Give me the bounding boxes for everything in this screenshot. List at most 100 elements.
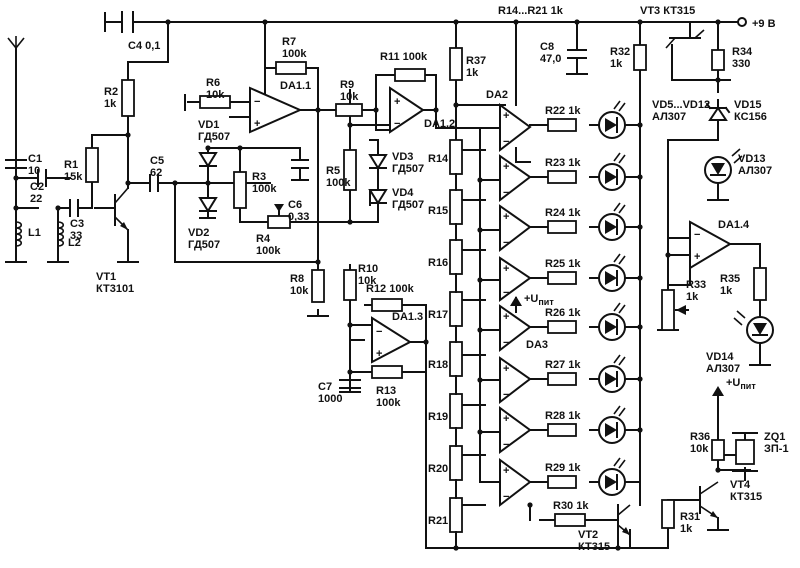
op-amps <box>249 86 733 508</box>
opamp-sign: − <box>503 389 509 401</box>
label-c7-value: 1000 <box>318 393 342 405</box>
label-r7-value: 100k <box>282 48 307 60</box>
opamp-sign: + <box>503 465 509 477</box>
diodes <box>198 102 731 213</box>
label-c8-value: 47,0 <box>540 53 561 65</box>
label-r5-value: 100k <box>326 177 351 189</box>
label-r11: R11 100k <box>380 51 428 63</box>
label-r27: R27 1k <box>545 359 581 371</box>
opamp-sign: − <box>503 439 509 451</box>
wires <box>5 11 771 549</box>
label-vd4-value: ГД507 <box>392 199 424 211</box>
label-c4: C4 0,1 <box>128 40 160 52</box>
label-c5-value: 62 <box>150 167 162 179</box>
label-r36: R36 <box>690 431 710 443</box>
opamp-sign: + <box>376 348 382 360</box>
opamp-sign: − <box>503 491 509 503</box>
potentiometer-wiper-r33 <box>676 305 686 315</box>
label-c7: C7 <box>318 381 332 393</box>
opamp-sign: − <box>503 337 509 349</box>
label-vd512: VD5...VD12 <box>652 99 710 111</box>
opamp-sign: + <box>503 363 509 375</box>
label-r6-value: 10k <box>206 89 225 101</box>
label-da2: DA2 <box>486 89 508 101</box>
label-r1-value: 15k <box>64 171 83 183</box>
label-r10-value: 10k <box>358 275 377 287</box>
label-vt3: VT3 КТ315 <box>640 5 695 17</box>
label-r19: R19 <box>428 411 448 423</box>
label-r23: R23 1k <box>545 157 581 169</box>
label-vt1: VT1 <box>96 271 116 283</box>
label-da14: DA1.4 <box>718 219 750 231</box>
label-da3: DA3 <box>526 339 548 351</box>
supply-arrow-left <box>510 296 522 306</box>
label-r35: R35 <box>720 273 740 285</box>
label-vd512-value: АЛ307 <box>652 111 686 123</box>
label-vd14-value: АЛ307 <box>706 363 740 375</box>
opamp-sign: + <box>503 413 509 425</box>
antenna-icon <box>7 36 25 49</box>
label-r16: R16 <box>428 257 448 269</box>
label-vd1-value: ГД507 <box>198 131 230 143</box>
label-c6: C6 <box>288 199 302 211</box>
opamp-sign: − <box>503 237 509 249</box>
label-r14: R14 <box>428 153 449 165</box>
power-terminal <box>737 17 747 27</box>
label-r6: R6 <box>206 77 220 89</box>
label-r7: R7 <box>282 36 296 48</box>
opamp-sign: − <box>503 287 509 299</box>
label-r34: R34 <box>732 46 753 58</box>
label-vt2-value: КТ315 <box>578 541 610 553</box>
label-r34-value: 330 <box>732 58 750 70</box>
label-r2-value: 1k <box>104 98 117 110</box>
label-vd15-value: КС156 <box>734 111 767 123</box>
opamp-sign: + <box>503 211 509 223</box>
opamp-sign: + <box>254 118 260 130</box>
label-vd13: VD13 <box>738 153 766 165</box>
label-vd13-value: АЛ307 <box>738 165 772 177</box>
label-vd14: VD14 <box>706 351 734 363</box>
supply-label-right: +Uпит <box>726 377 756 391</box>
label-r9: R9 <box>340 79 354 91</box>
label-vd3-value: ГД507 <box>392 163 424 175</box>
label-r3: R3 <box>252 171 266 183</box>
opamp-sign: + <box>394 96 400 108</box>
label-vt1-value: КТ3101 <box>96 283 134 295</box>
opamp-sign: − <box>503 136 509 148</box>
label-vd4: VD4 <box>392 187 414 199</box>
power-label: +9 В <box>752 18 776 30</box>
transistors <box>114 29 758 536</box>
opamp-sign: − <box>394 118 400 130</box>
label-r12: R12 100k <box>366 283 415 295</box>
label-r26: R26 1k <box>545 307 581 319</box>
label-r18: R18 <box>428 359 448 371</box>
label-r28: R28 1k <box>545 410 581 422</box>
label-da12: DA1.2 <box>424 118 455 130</box>
label-vd1: VD1 <box>198 119 219 131</box>
label-c8: C8 <box>540 41 554 53</box>
label-c3-value: 33 <box>70 230 82 242</box>
opamp-sign: − <box>254 96 260 108</box>
label-r33: R33 <box>686 279 706 291</box>
label-r22: R22 1k <box>545 105 581 117</box>
label-r8: R8 <box>290 273 304 285</box>
label-r8-value: 10k <box>290 285 309 297</box>
label-da13: DA1.3 <box>392 311 423 323</box>
label-c3: C3 <box>70 218 84 230</box>
label-r35-value: 1k <box>720 285 733 297</box>
label-r37-value: 1k <box>466 67 479 79</box>
label-r30: R30 1k <box>553 500 589 512</box>
label-r5: R5 <box>326 165 340 177</box>
label-vt4: VT4 <box>730 479 751 491</box>
label-r9-value: 10k <box>340 91 359 103</box>
opamp-sign: + <box>694 251 700 263</box>
label-c6-value: 0,33 <box>288 211 309 223</box>
opamp-sign: − <box>503 187 509 199</box>
opamp-sign: + <box>503 161 509 173</box>
label-vt4-value: КТ315 <box>730 491 762 503</box>
label-r32: R32 <box>610 46 630 58</box>
capacitors <box>5 149 361 389</box>
